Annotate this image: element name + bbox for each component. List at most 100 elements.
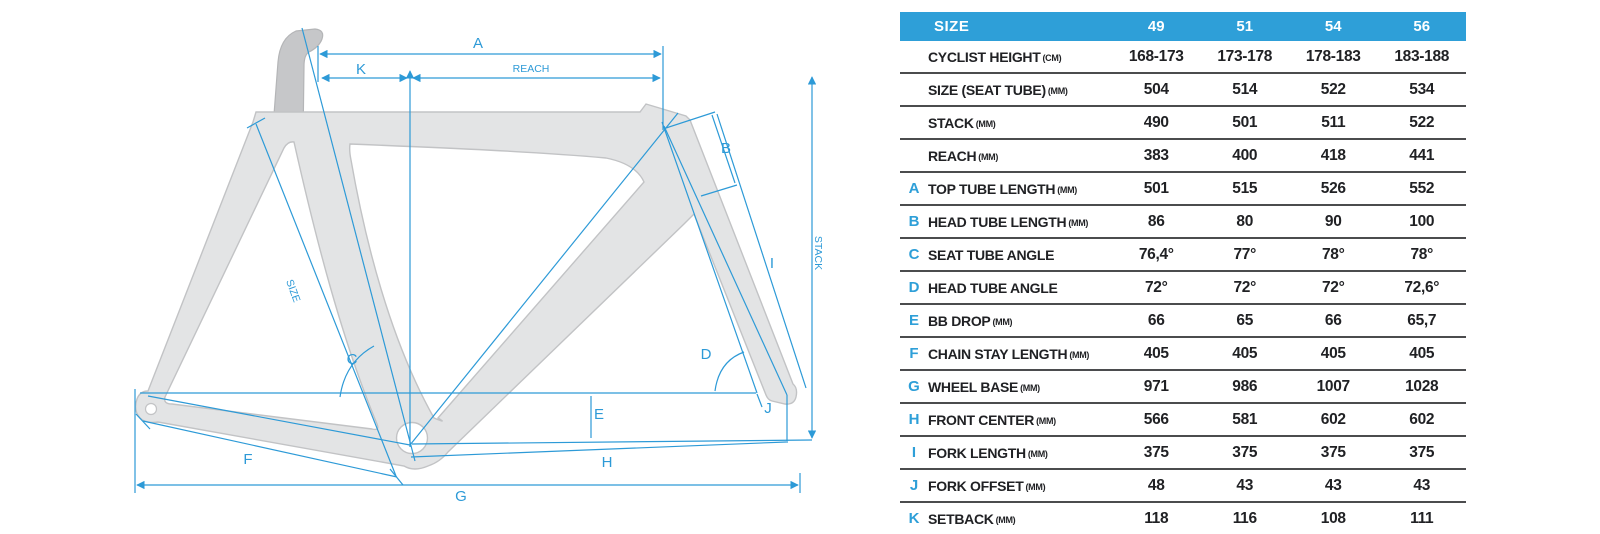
row-label: FORK LENGTH(MM) [928, 444, 1048, 461]
row-label: WHEEL BASE(MM) [928, 378, 1040, 395]
row-value: 118 [1144, 509, 1169, 527]
row-value: 72° [1144, 278, 1168, 296]
dim-label-a: A [473, 35, 483, 52]
table-row: C SEAT TUBE ANGLE 76,4° 77° 78° 78° [900, 239, 1466, 272]
row-value: 526 [1320, 179, 1346, 197]
table-row: K SETBACK(MM) 118 116 108 111 [900, 503, 1466, 534]
row-value: 986 [1232, 377, 1258, 395]
bike-frame-diagram-svg: A K REACH STACK SIZE B C D E F G H I J [134, 27, 824, 505]
downtube-axis-line [409, 112, 679, 446]
table-row: E BB DROP(MM) 66 65 66 65,7 [900, 305, 1466, 338]
row-value: 1007 [1316, 377, 1351, 395]
row-value: 66 [1147, 311, 1165, 329]
row-letter: C [908, 246, 920, 263]
row-value: 534 [1409, 80, 1435, 98]
table-row: B HEAD TUBE LENGTH(MM) 86 80 90 100 [900, 206, 1466, 239]
head-to-axle-line [663, 125, 788, 396]
row-value: 405 [1409, 344, 1435, 362]
table-header-size-49: 49 [1147, 18, 1165, 35]
row-value: 501 [1232, 113, 1258, 131]
bb-height-line [411, 439, 813, 445]
row-label: SEAT TUBE ANGLE [928, 246, 1055, 263]
dim-label-size: SIZE [283, 278, 302, 304]
seat-axis-line [301, 27, 416, 462]
row-label: HEAD TUBE LENGTH(MM) [928, 213, 1089, 230]
table-row: A TOP TUBE LENGTH(MM) 501 515 526 552 [900, 173, 1466, 206]
row-letter: G [908, 378, 920, 395]
row-unit: (CM) [1042, 52, 1062, 63]
row-letter: B [908, 213, 920, 230]
row-label: SIZE (SEAT TUBE)(MM) [928, 81, 1068, 98]
frame-geometry-diagram: A K REACH STACK SIZE B C D E F G H I J [134, 27, 824, 505]
b-bottom-tick [700, 184, 738, 197]
row-value: 522 [1320, 80, 1346, 98]
dim-label-b: B [721, 140, 731, 157]
table-row: I FORK LENGTH(MM) 375 375 375 375 [900, 437, 1466, 470]
table-header: SIZE 49 51 54 56 [900, 12, 1466, 41]
dimension-lines [134, 27, 817, 493]
row-label: HEAD TUBE ANGLE [928, 279, 1058, 296]
table-row: F CHAIN STAY LENGTH(MM) 405 405 405 405 [900, 338, 1466, 371]
table-row: STACK(MM) 490 501 511 522 [900, 107, 1466, 140]
row-value: 108 [1320, 509, 1346, 527]
row-value: 501 [1143, 179, 1169, 197]
j-tick [756, 393, 763, 408]
row-label: TOP TUBE LENGTH(MM) [928, 180, 1078, 197]
row-value: 511 [1321, 113, 1346, 131]
dim-label-i: I [770, 255, 774, 272]
dim-label-d: D [701, 346, 712, 363]
dim-h-line [410, 441, 787, 458]
dim-b-line [711, 114, 736, 184]
dim-i-line [716, 113, 807, 389]
row-value: 375 [1143, 443, 1169, 461]
table-row: J FORK OFFSET(MM) 48 43 43 43 [900, 470, 1466, 503]
row-value: 602 [1320, 410, 1346, 428]
row-value: 66 [1324, 311, 1342, 329]
row-unit: (MM) [1020, 382, 1040, 393]
dim-label-g: G [455, 488, 467, 505]
row-value: 100 [1409, 212, 1435, 230]
f-right-tick [389, 468, 404, 486]
row-unit: (MM) [1047, 85, 1068, 96]
row-unit: (MM) [1025, 481, 1046, 492]
dim-label-f: F [243, 451, 252, 468]
table-header-size-56: 56 [1413, 18, 1431, 35]
row-value: 504 [1143, 80, 1169, 98]
row-value: 566 [1143, 410, 1169, 428]
steering-axis-line [661, 121, 758, 394]
dim-label-k: K [356, 61, 366, 78]
rear-axle-to-bb-line [147, 395, 411, 446]
row-value: 971 [1143, 377, 1169, 395]
row-value: 514 [1232, 80, 1258, 98]
row-letter: K [908, 510, 920, 527]
row-letter: H [908, 411, 920, 428]
table-row: CYCLIST HEIGHT(CM) 168-173 173-178 178-1… [900, 41, 1466, 74]
row-value: 43 [1413, 476, 1431, 494]
row-letter: E [908, 312, 919, 329]
row-label: BB DROP(MM) [928, 312, 1013, 329]
row-unit: (MM) [1027, 448, 1048, 459]
row-value: 383 [1143, 146, 1169, 164]
row-value: 602 [1409, 410, 1435, 428]
row-value: 78° [1410, 245, 1434, 263]
table-row: D HEAD TUBE ANGLE 72° 72° 72° 72,6° [900, 272, 1466, 305]
row-value: 581 [1232, 410, 1258, 428]
table-header-size-label: SIZE [934, 18, 970, 35]
row-label: FRONT CENTER(MM) [928, 411, 1056, 428]
dim-label-c: C [347, 351, 358, 368]
row-value: 173-178 [1217, 47, 1273, 65]
dim-label-h: H [602, 454, 613, 471]
row-value: 80 [1236, 212, 1254, 230]
table-body: CYCLIST HEIGHT(CM) 168-173 173-178 178-1… [900, 41, 1466, 534]
row-unit: (MM) [1069, 349, 1090, 360]
c-angle-arc [339, 345, 375, 398]
row-letter: D [908, 279, 920, 296]
row-value: 178-183 [1305, 47, 1361, 65]
row-value: 72° [1321, 278, 1345, 296]
table-row: REACH(MM) 383 400 418 441 [900, 140, 1466, 173]
dim-label-reach: REACH [513, 63, 550, 75]
row-letter: J [909, 477, 919, 494]
row-value: 418 [1320, 146, 1346, 164]
frame-shape [134, 103, 798, 470]
row-value: 86 [1147, 212, 1165, 230]
